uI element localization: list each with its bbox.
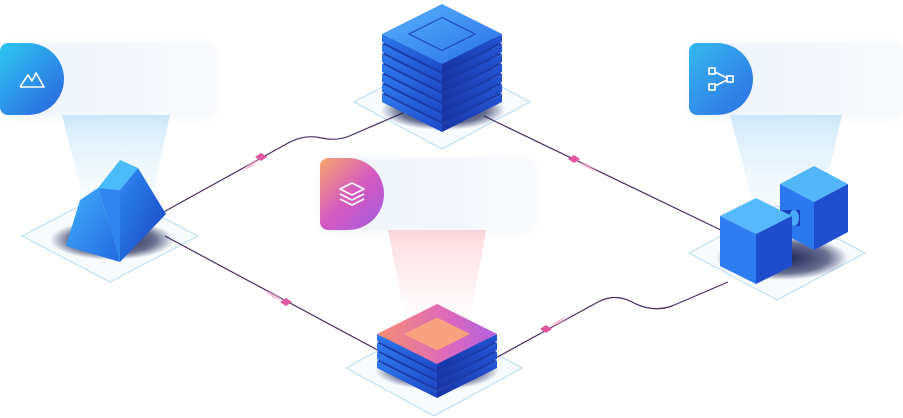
slab-left-face [382, 34, 442, 72]
node-layers-stack [375, 304, 499, 398]
slab-left-face [382, 94, 442, 132]
layers-beam [388, 230, 486, 320]
mountain-icon [19, 72, 45, 88]
graph-badge [689, 43, 753, 115]
cube-front-right [756, 216, 792, 284]
slab-left-face [377, 334, 437, 371]
slab-right-face [437, 334, 497, 371]
slab-right-face [442, 74, 502, 112]
slab-right-face [442, 54, 502, 92]
slab-right-face [442, 94, 502, 132]
slab-right-face [437, 343, 497, 380]
cube-back-right [814, 184, 848, 250]
slab-left-face [382, 74, 442, 112]
prism-right-face [120, 168, 166, 262]
prism-back-face [98, 160, 138, 190]
graph-icon [708, 67, 734, 91]
terrain-card [0, 43, 214, 115]
slab-left-face [377, 352, 437, 389]
node-terrain-prism [50, 160, 174, 262]
connector-terrain-storage [159, 111, 406, 215]
slab-left-face [377, 361, 437, 398]
slab-left-face [377, 343, 437, 380]
slab-top-inset [404, 317, 470, 351]
connector-layers-graph [491, 281, 729, 361]
prism-front-face [98, 188, 120, 262]
slab-right-face [437, 361, 497, 398]
slab-right-face [442, 84, 502, 122]
connector-storage-graph [483, 115, 726, 233]
graph-card [689, 43, 903, 115]
connector-markers [239, 153, 599, 333]
slab-left-face [382, 64, 442, 102]
slab-top-face [382, 4, 502, 64]
slab-right-face [442, 44, 502, 82]
layers-icon [339, 182, 365, 206]
slab-right-face [442, 64, 502, 102]
slab-left-face [382, 84, 442, 122]
slab-top-inset [407, 16, 477, 52]
layers-badge [320, 158, 384, 230]
terrain-badge [0, 43, 64, 115]
slab-right-face [437, 352, 497, 389]
slab-right-face [442, 34, 502, 72]
prism-left-face [66, 188, 120, 262]
layers-card [320, 158, 534, 230]
slab-left-face [382, 54, 442, 92]
node-linked-cubes [716, 166, 848, 284]
slab-left-face [382, 44, 442, 82]
node-storage-stack [381, 4, 505, 132]
cube-front-left [720, 216, 756, 284]
